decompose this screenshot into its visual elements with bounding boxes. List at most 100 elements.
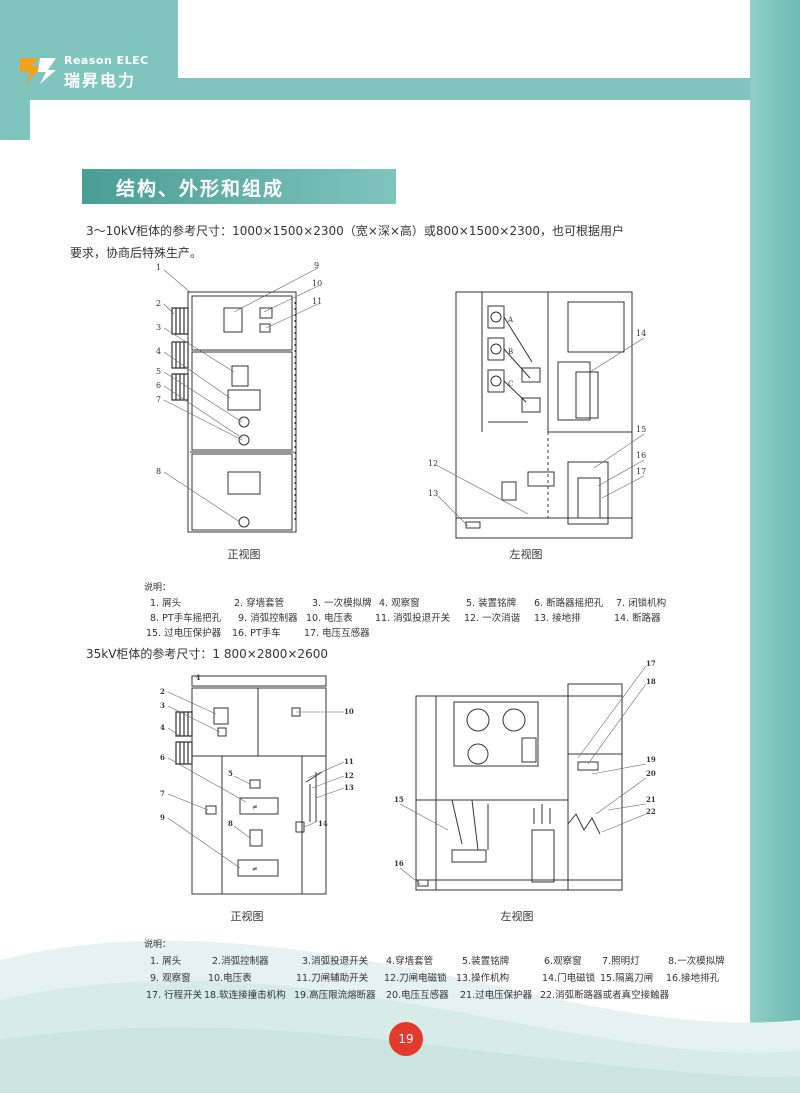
fig2-front-callout: 9 [160,813,165,822]
right-edge-band [750,0,800,1093]
fig2-legend-item: 17. 行程开关 [146,990,203,1001]
fig1-front-callout: 1 [156,263,161,272]
fig1-front-caption: 正视图 [227,548,261,561]
logo-mark-icon [20,58,56,84]
intro-line-1: 3～10kV柜体的参考尺寸：1000×1500×2300（宽×深×高）或800×… [86,224,624,238]
fig2-legend-title: 说明： [144,940,172,950]
brand-name-cn: 瑞昇电力 [64,71,137,90]
fig2-side-callout: 17 [646,659,656,668]
fig2-front-callout: 14 [318,819,328,828]
fig2-legend-item: 22.消弧断路器或者真空接触器 [540,990,670,1001]
fig1-legend-item: 15. 过电压保护器 [146,628,222,639]
fig2-front-callout: 4 [160,723,165,732]
fig2-side-callout: 18 [646,677,656,686]
fig2-legend-item: 8.一次模拟牌 [668,956,725,967]
decorative-wave [0,940,800,1093]
fig2-side-callout: 21 [646,795,656,804]
fig1-side-view: A B C 12 13 14 15 16 17 [418,282,658,542]
fig1-front-view: 1 2 3 4 5 6 7 8 9 10 11 [150,262,330,542]
fig2-legend-item: 12.刀闸电磁锁 [384,973,447,984]
fig2-window-mark: ≠ [252,865,258,873]
fig1-side-callout: 16 [636,451,646,460]
fig1-front-callout: 3 [156,323,161,332]
fig2-front-callout: 3 [160,701,165,710]
section-title: 结构、外形和组成 [116,178,285,200]
section-title-bar: 结构、外形和组成 [82,169,396,204]
fig2-front-callout: 5 [228,769,233,778]
fig2-legend-item: 2.消弧控制器 [212,956,269,967]
intro-line-2: 要求，协商后特殊生产。 [70,246,203,260]
fig1-side-caption: 左视图 [509,548,543,561]
fig1-legend-item: 4. 观察窗 [379,598,420,609]
fig2-front-callout: 8 [228,819,233,828]
fig2-legend-item: 1. 屑头 [150,956,182,967]
fig1-legend-item: 12. 一次消谐 [464,613,521,624]
fig2-legend-item: 21.过电压保护器 [460,990,533,1001]
fig1-front-callout: 4 [156,347,161,356]
fig1-front-callout: 5 [156,367,161,376]
fig1-side-callout: 14 [636,329,646,338]
page-sheet [30,100,750,1093]
fig1-legend-title: 说明： [144,583,172,593]
fig1-front-callout: 6 [156,381,161,390]
fig2-legend-item: 16.接地排孔 [666,973,720,984]
fig2-legend-item: 20.电压互感器 [386,990,449,1001]
dims-35kv: 35kV柜体的参考尺寸：1 800×2800×2600 [86,647,328,661]
fig2-front-callout: 10 [344,707,354,716]
fig1-legend-item: 1. 屑头 [150,598,182,609]
brand-name-en: Reason ELEC [64,54,149,67]
fig2-front-callout: 7 [160,789,165,798]
fig1-side-letter: A [507,316,514,324]
fig2-legend-item: 6.观察窗 [544,956,582,967]
fig2-side-callout: 15 [394,795,404,804]
fig1-side-drawing: A B C 12 13 14 15 16 17 [428,291,646,539]
fig1-legend-item: 3. 一次模拟牌 [312,598,372,609]
fig1-front-callout: 7 [156,395,161,404]
fig2-window-mark: ≠ [252,803,258,811]
fig1-legend-item: 7. 闭锁机构 [616,598,667,609]
fig1-legend-item: 13. 接地排 [534,613,581,624]
fig1-side-callout: 17 [636,467,646,476]
fig2-front-callout: 2 [160,687,165,696]
fig1-side-letter: B [508,348,513,356]
left-edge-band [0,100,30,140]
fig1-legend-item: 8. PT手车摇把孔 [150,613,222,624]
fig2-legend-item: 10.电压表 [208,973,252,984]
fig1-legend-item: 9. 消弧控制器 [238,613,298,624]
fig2-legend-item: 13.操作机构 [456,973,510,984]
fig1-front-callout: 11 [312,297,322,306]
fig1-front-callout: 8 [156,467,161,476]
fig1-legend-item: 17. 电压互感器 [304,628,370,639]
fig2-legend-item: 19.高压限流熔断器 [294,990,376,1001]
fig2-legend-item: 7.照明灯 [602,956,640,967]
fig2-legend-item: 3.消弧投退开关 [302,956,369,967]
fig1-front-callout: 2 [156,299,161,308]
fig2-front-drawing: ≠ ≠ 1 2 3 4 5 6 7 8 9 [160,673,354,895]
fig1-legend-item: 6. 断路器摇把孔 [534,598,604,609]
fig2-front-view: ≠ ≠ 1 2 3 4 5 6 7 8 9 [156,672,356,900]
fig2-legend-item: 4.穿墙套管 [386,956,434,967]
header-white-panel [178,0,750,78]
fig1-legend-item: 14. 断路器 [614,613,661,624]
fig2-side-callout: 22 [646,807,656,816]
fig2-front-callout: 13 [344,783,354,792]
page-number: 19 [389,1022,423,1056]
fig2-front-caption: 正视图 [230,910,264,923]
fig2-legend-item: 14.门电磁锁 [542,973,596,984]
fig1-side-letter: C [508,380,513,388]
fig2-legend-item: 11.刀闸辅助开关 [296,973,369,984]
fig1-front-callout: 10 [312,279,322,288]
fig2-side-callout: 19 [646,755,656,764]
fig1-legend-item: 2. 穿墙套管 [234,598,285,609]
fig2-front-callout: 12 [344,771,354,780]
fig2-side-caption: 左视图 [500,910,534,923]
fig2-legend-item: 9. 观察窗 [150,973,191,984]
fig2-side-drawing: 15 16 17 18 19 20 21 22 [394,659,656,891]
fig1-front-drawing: 1 2 3 4 5 6 7 8 9 10 11 [156,262,322,533]
fig2-legend-item: 5.装置铭牌 [462,956,510,967]
fig1-legend-item: 5. 装置铭牌 [466,598,517,609]
fig2-legend-item: 15.隔离刀闸 [600,973,654,984]
fig1-legend-item: 16. PT手车 [232,628,281,639]
fig1-front-callout: 9 [314,262,319,270]
brand-logo: Reason ELEC 瑞昇电力 [18,52,178,92]
